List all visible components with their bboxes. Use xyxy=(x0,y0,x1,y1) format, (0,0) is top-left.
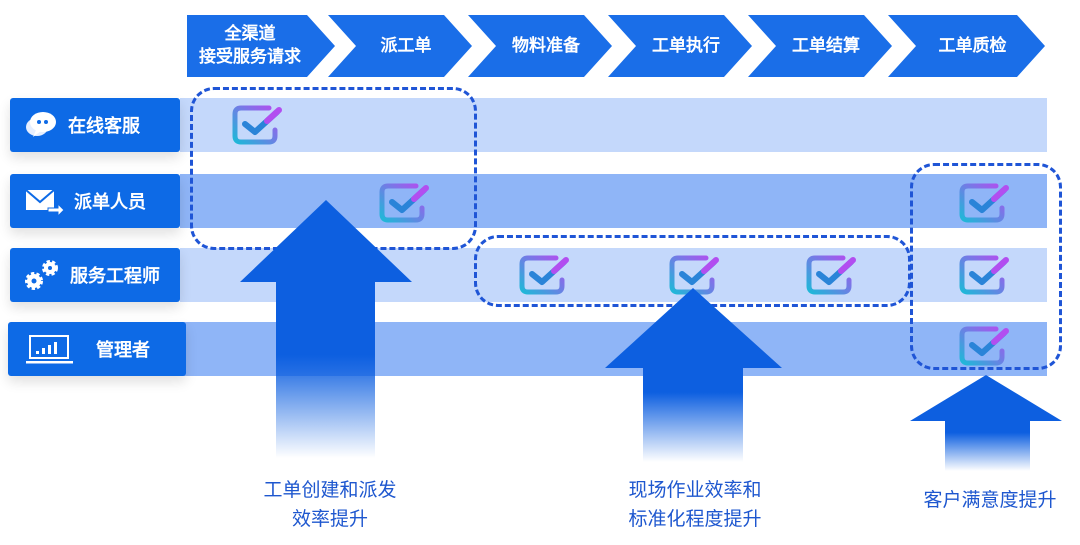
outcome-field-work: 现场作业效率和标准化程度提升 xyxy=(628,476,761,534)
role-label: 管理者 xyxy=(96,340,150,361)
stage-label: 工单执行 xyxy=(652,35,720,56)
stage-1: 派工单 xyxy=(328,15,472,77)
stage-4: 工单结算 xyxy=(748,15,892,77)
check-icon xyxy=(519,255,569,295)
check-icon xyxy=(232,105,282,145)
stage-label: 全渠道 接受服务请求 xyxy=(199,24,301,67)
laptop-chart-icon xyxy=(26,335,73,364)
stage-5: 工单质检 xyxy=(888,15,1045,77)
outcome-creation: 工单创建和派发效率提升 xyxy=(263,476,396,534)
outcome-line: 标准化程度提升 xyxy=(628,508,762,530)
outcome-quality: 客户满意度提升 xyxy=(923,486,1056,515)
check-icon xyxy=(959,255,1009,295)
outcome-line: 现场作业效率和 xyxy=(628,479,762,501)
arrow-up-field-work xyxy=(605,288,782,462)
stage-label: 物料准备 xyxy=(512,35,580,56)
outcome-line: 效率提升 xyxy=(291,508,369,530)
mail-send-icon xyxy=(25,189,64,216)
check-icon xyxy=(669,255,719,295)
check-icon xyxy=(806,255,856,295)
check-icon xyxy=(959,183,1009,223)
stage-label: 工单质检 xyxy=(938,35,1007,56)
stage-0: 全渠道 接受服务请求 xyxy=(187,15,335,77)
role-label: 服务工程师 xyxy=(70,266,160,287)
role-label: 在线客服 xyxy=(68,116,140,137)
chat-icon xyxy=(26,112,56,137)
row-bar-online-service xyxy=(180,98,1047,152)
gears-icon xyxy=(25,260,58,290)
outcome-line: 客户满意度提升 xyxy=(923,489,1057,511)
role-online-service: 在线客服 xyxy=(10,98,180,152)
arrow-up-quality xyxy=(910,375,1062,471)
dashed-group-quality xyxy=(910,163,1062,370)
stage-2: 物料准备 xyxy=(468,15,612,77)
role-label: 派单人员 xyxy=(74,192,146,213)
stage-label: 派工单 xyxy=(380,35,432,56)
check-icon xyxy=(379,183,429,223)
arrow-up-creation xyxy=(240,200,412,458)
stage-label: 工单结算 xyxy=(792,35,860,56)
role-manager: 管理者 xyxy=(8,322,186,376)
role-engineer: 服务工程师 xyxy=(10,248,180,302)
check-icon xyxy=(959,326,1009,366)
outcome-line: 工单创建和派发 xyxy=(263,479,397,501)
stage-3: 工单执行 xyxy=(608,15,752,77)
role-dispatcher: 派单人员 xyxy=(10,174,180,228)
